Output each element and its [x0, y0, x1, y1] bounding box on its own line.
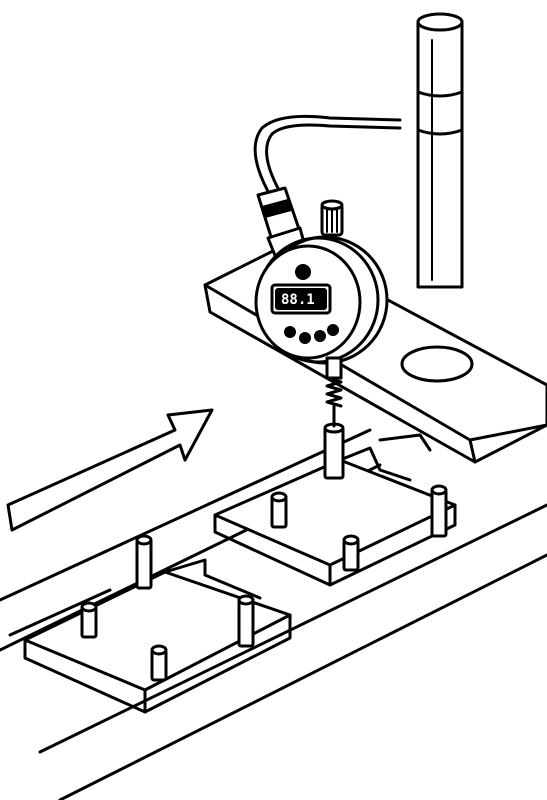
indicator-button [284, 326, 296, 338]
indicator-button [299, 332, 311, 344]
fixture-pallet-front [23, 558, 292, 714]
locating-pin [80, 601, 98, 639]
locating-pin-tall [135, 534, 153, 590]
locating-pin [270, 491, 288, 529]
locating-pin [342, 534, 360, 572]
locating-pins [80, 422, 448, 682]
dial-indicator-icon: 88.1 [254, 199, 389, 428]
locating-pin-tall [430, 484, 448, 538]
fixture-pallet-middle [213, 446, 457, 587]
flow-direction-arrow-icon [6, 408, 214, 532]
locating-pin-tall [237, 594, 255, 648]
indicator-button [295, 264, 311, 280]
indicator-button [314, 330, 326, 342]
mounting-hole [400, 345, 474, 383]
locating-pin [150, 644, 168, 682]
lcd-readout: 88.1 [281, 292, 315, 308]
measured-pin [323, 422, 345, 480]
data-cable [253, 114, 402, 260]
indicator-button [327, 324, 339, 336]
stand-column [416, 12, 464, 289]
